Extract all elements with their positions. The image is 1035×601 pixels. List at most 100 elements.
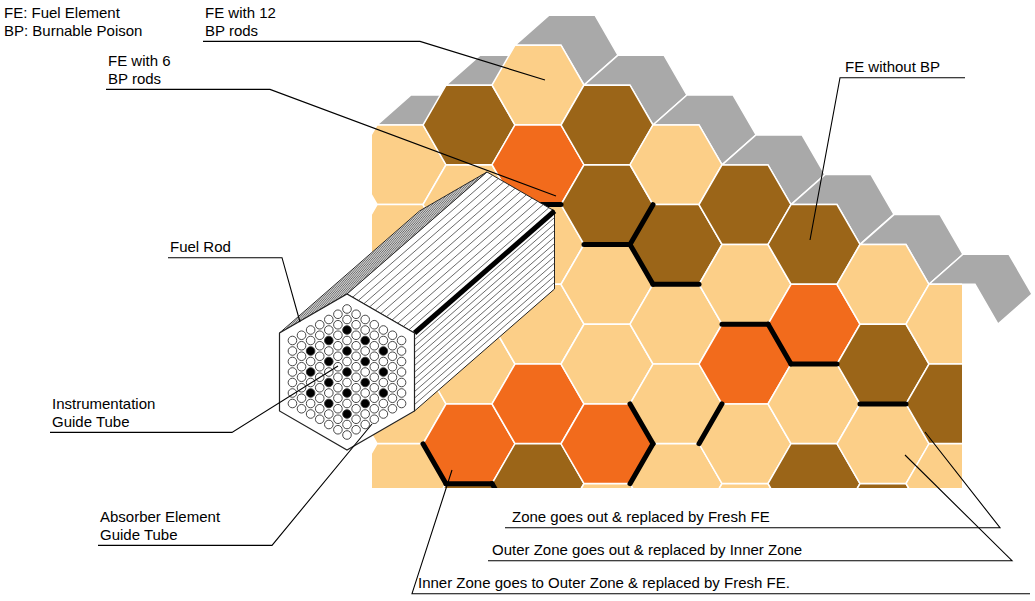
fuel-rod: [379, 326, 388, 335]
fuel-rod: [343, 431, 352, 440]
fuel-rod: [397, 368, 406, 377]
zone-boundary: [860, 401, 906, 406]
fuel-element-hex: [906, 444, 962, 488]
fuel-rod: [388, 352, 397, 361]
zone-boundary: [768, 324, 791, 364]
fuel-rod: [334, 341, 343, 350]
fuel-rod: [306, 399, 315, 408]
fuel-rod: [370, 341, 379, 350]
fuel-rod: [370, 352, 379, 361]
fuel-rod: [352, 310, 361, 319]
fuel-rod: [288, 368, 297, 377]
fuel-rod: [315, 415, 324, 424]
fuel-rod: [306, 410, 315, 419]
guide-tube: [379, 389, 388, 398]
fuel-rod: [334, 320, 343, 329]
leader-line: [412, 470, 1030, 594]
fuel-rod: [334, 352, 343, 361]
fuel-rod: [352, 373, 361, 382]
fuel-rod: [379, 378, 388, 387]
fuel-rod: [352, 404, 361, 413]
fuel-rod: [288, 399, 297, 408]
fuel-rod: [334, 362, 343, 371]
fuel-rod: [361, 420, 370, 429]
fuel-rod: [370, 383, 379, 392]
fuel-rod: [370, 320, 379, 329]
zone-boundary: [630, 205, 653, 245]
fuel-rod: [388, 394, 397, 403]
part-label: Fuel Rod: [170, 238, 231, 256]
fuel-rod: [361, 368, 370, 377]
fuel-rod: [288, 378, 297, 387]
fuel-rod-line: [415, 283, 555, 405]
fuel-rod: [325, 326, 334, 335]
leader-line: [203, 41, 545, 80]
fuel-rod: [315, 362, 324, 371]
leader-line: [505, 432, 1000, 528]
guide-tube: [361, 399, 370, 408]
zone-boundary: [630, 404, 653, 444]
fuel-rod-line: [353, 175, 493, 297]
fuel-rod-line: [415, 244, 555, 366]
fuel-rod: [361, 315, 370, 324]
element-end-face: [280, 294, 415, 450]
guide-tube: [343, 410, 352, 419]
fuel-rod: [325, 389, 334, 398]
leader-line: [168, 258, 300, 322]
fuel-rod-line: [415, 231, 555, 353]
fuel-rod: [343, 420, 352, 429]
zone-boundary: [653, 282, 699, 287]
zone-boundary: [791, 361, 837, 366]
leader-line: [106, 89, 556, 196]
fuel-rod: [370, 362, 379, 371]
guide-tube: [325, 336, 334, 345]
fuel-rod: [397, 378, 406, 387]
fuel-rod: [343, 305, 352, 314]
fuel-rod: [397, 399, 406, 408]
guide-tube: [306, 368, 315, 377]
fuel-element-hex: [561, 404, 653, 484]
fuel-rod: [352, 362, 361, 371]
fuel-rod: [334, 415, 343, 424]
fuel-rod: [343, 378, 352, 387]
fuel-rod: [388, 373, 397, 382]
fuel-rod: [352, 415, 361, 424]
fuel-rod: [334, 404, 343, 413]
fuel-rod: [370, 404, 379, 413]
legend-note: BP: Burnable Poison: [4, 22, 142, 40]
fuel-rod: [361, 347, 370, 356]
fuel-rod: [370, 415, 379, 424]
fuel-rod-line: [415, 237, 555, 359]
guide-tube: [379, 347, 388, 356]
guide-tube: [379, 368, 388, 377]
fuel-rod: [315, 394, 324, 403]
fuel-element-hex: [906, 284, 962, 364]
fuel-rod: [334, 331, 343, 340]
zone-note: Zone goes out & replaced by Fresh FE: [512, 508, 770, 526]
fuel-rod: [334, 383, 343, 392]
fuel-rod: [297, 394, 306, 403]
fuel-rod: [388, 404, 397, 413]
leader-lines: [50, 41, 1030, 593]
fuel-element: [280, 172, 555, 450]
fuel-rod: [343, 399, 352, 408]
fuel-rod: [297, 352, 306, 361]
fuel-rod: [306, 357, 315, 366]
fuel-rod: [325, 315, 334, 324]
zone-boundary: [630, 244, 653, 284]
zone-boundary: [584, 242, 630, 247]
fuel-rod: [388, 383, 397, 392]
guide-tube: [325, 357, 334, 366]
fuel-rod: [334, 373, 343, 382]
fuel-rod: [343, 357, 352, 366]
leader-line: [98, 424, 372, 545]
fuel-rod: [325, 347, 334, 356]
guide-tube: [325, 399, 334, 408]
fuel-rod: [388, 341, 397, 350]
fuel-rod-line: [415, 218, 555, 340]
fuel-rod: [343, 315, 352, 324]
fuel-rod: [315, 320, 324, 329]
fuel-rod: [306, 336, 315, 345]
fuel-rod: [297, 362, 306, 371]
